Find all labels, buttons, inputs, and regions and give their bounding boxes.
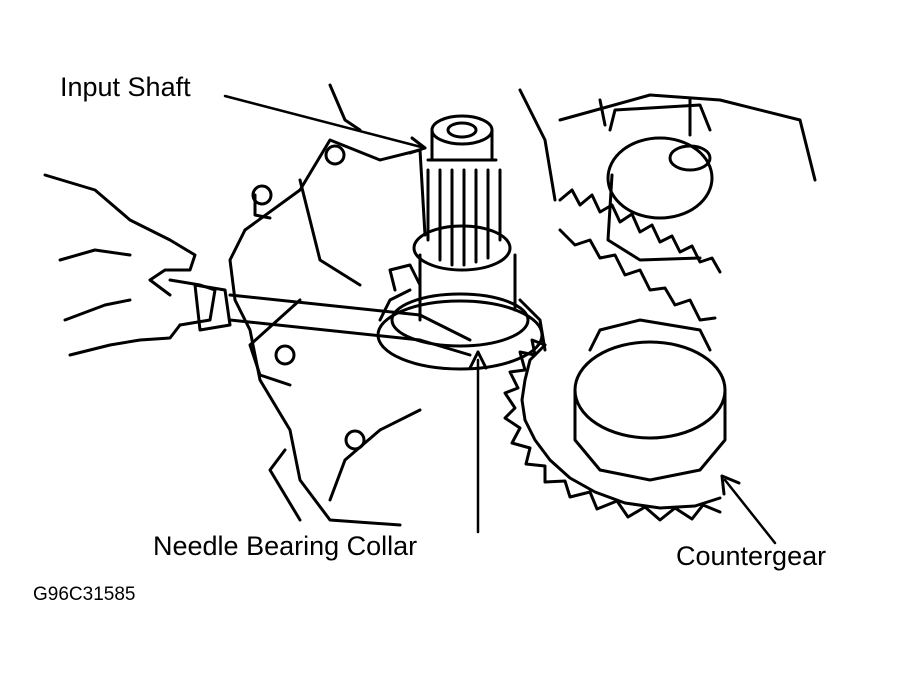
countergear-label: Countergear — [676, 541, 827, 571]
needle-bearing-collar — [376, 288, 547, 371]
input-shaft-leader — [223, 94, 427, 150]
needle-collar-arrowhead — [468, 350, 488, 370]
pry-bar — [193, 263, 472, 357]
transmission-case — [228, 83, 817, 527]
hand — [43, 173, 217, 357]
leader-lines — [223, 94, 777, 545]
input-shaft-arrowhead — [408, 136, 427, 155]
needle-bearing-collar-label: Needle Bearing Collar — [153, 531, 418, 561]
input-shaft-label: Input Shaft — [60, 72, 191, 102]
countergear-leader — [723, 478, 777, 545]
countergear-arrowhead — [720, 474, 741, 496]
input-shaft — [412, 114, 517, 322]
countergear — [503, 103, 727, 522]
figure-id: G96C31585 — [33, 584, 136, 605]
